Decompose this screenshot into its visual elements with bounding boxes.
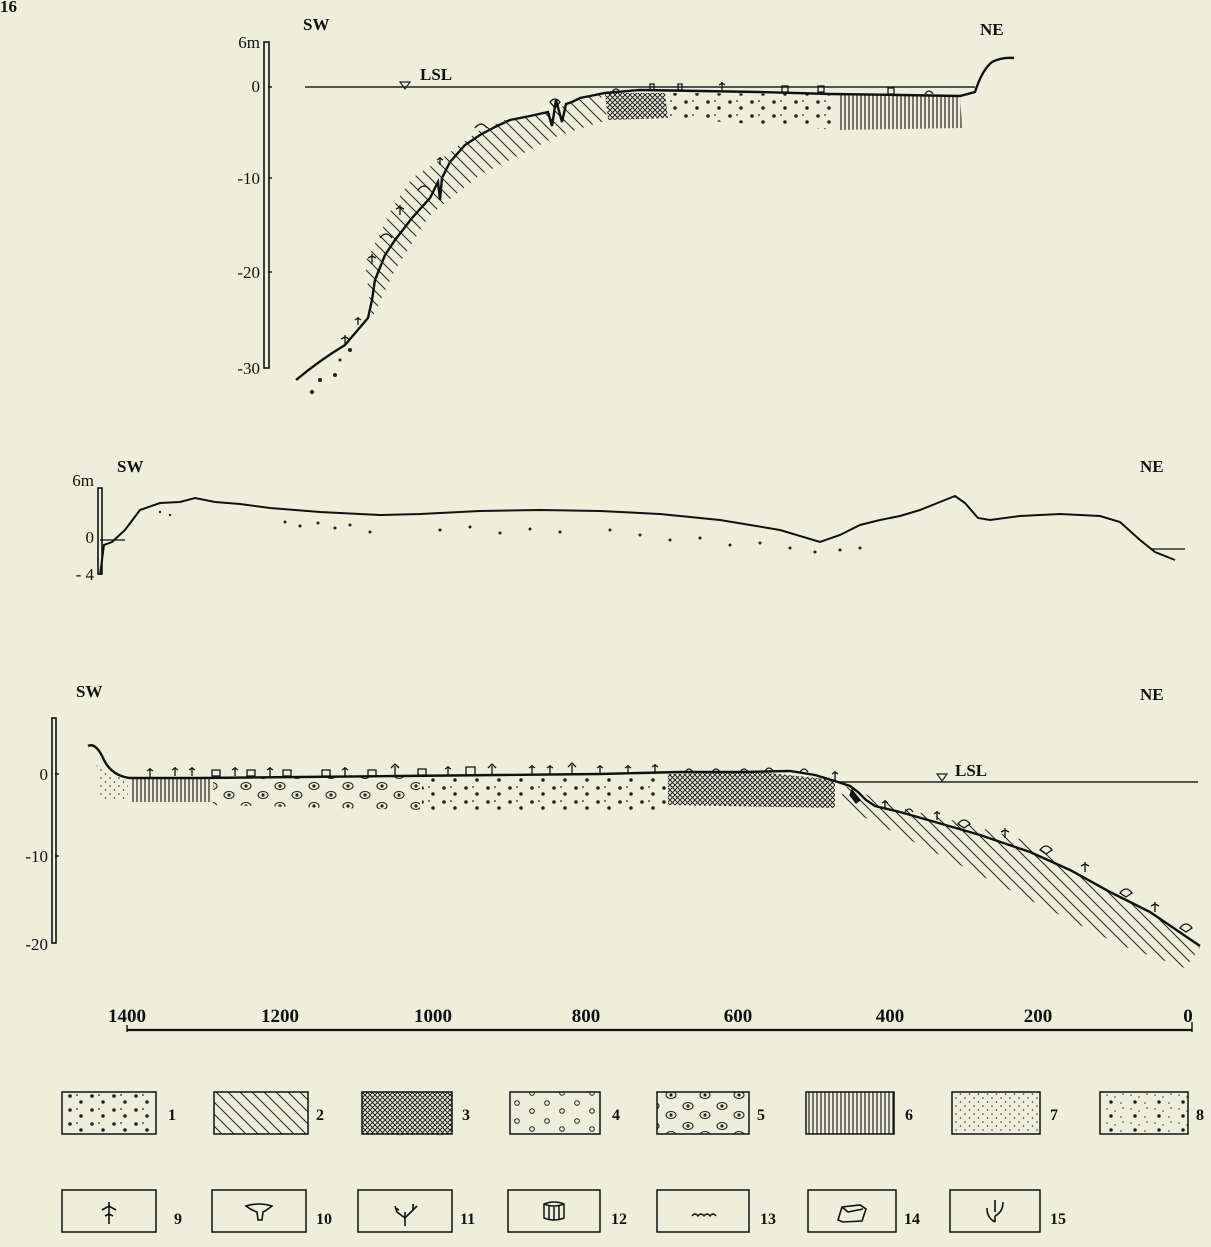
profile-middle-y-tick: 6m: [72, 471, 94, 490]
legend-item: 9: [61, 1189, 182, 1233]
legend-item-label: 9: [174, 1211, 182, 1228]
pebble-eye-zone: [213, 777, 420, 810]
beach-fine-dots: [96, 760, 128, 800]
legend-item: 12: [507, 1189, 627, 1233]
cylinder-icon: [543, 1201, 565, 1221]
profile-top-lsl-label: LSL: [420, 65, 452, 84]
legend-item: 15: [949, 1189, 1066, 1233]
distance-axis: 1400 1200 1000 800 600 400 200 0: [108, 1006, 1193, 1032]
profile-middle-y-axis: 6m 0 - 4: [72, 471, 103, 584]
legend-item-label: 6: [905, 1107, 913, 1124]
profile-bottom-y-tick: 0: [40, 765, 49, 784]
profile-middle-y-tick: - 4: [76, 565, 95, 584]
distance-tick-label: 1200: [261, 1006, 299, 1027]
ripple-icon: [691, 1213, 717, 1218]
profile-top-y-tick: -20: [237, 263, 260, 282]
legend-item: 1: [61, 1091, 176, 1135]
profile-top-sw-label: SW: [303, 15, 329, 34]
profile-top-y-axis: 6m 0 -10 -20 -30: [237, 33, 272, 378]
slope-hatch: [840, 784, 1200, 968]
sponge-icon: [244, 1203, 274, 1221]
distance-tick-label: 1000: [414, 1006, 452, 1027]
legend-item: 7: [951, 1091, 1058, 1135]
sea-level-marker: [398, 81, 412, 91]
mud-vertical-lines: [130, 778, 212, 802]
profile-top-organisms: [340, 82, 934, 345]
legend-item: 2: [213, 1091, 324, 1135]
profile-bottom-sw-label: SW: [76, 682, 102, 701]
profile-top-seabed-line: [295, 56, 1015, 381]
profile-bottom-organisms: [146, 762, 1193, 933]
legend-item-label: 14: [904, 1211, 920, 1228]
distance-tick-label: 200: [1024, 1006, 1053, 1027]
legend: 1 2 3 4 5 6 7 8: [61, 1091, 1204, 1233]
profile-top: 6m 0 -10 -20 -30 SW NE LSL: [237, 15, 1015, 394]
profile-bottom-y-axis: 0 -10 -20: [25, 717, 59, 954]
profile-top-y-tick: 6m: [238, 33, 260, 52]
legend-item: 10: [211, 1189, 332, 1233]
profile-top-y-tick: -10: [237, 169, 260, 188]
legend-item-label: 1: [168, 1107, 176, 1124]
distance-tick-label: 400: [876, 1006, 905, 1027]
profile-middle-y-tick: 0: [86, 528, 95, 547]
legend-item: 8: [1099, 1091, 1204, 1135]
legend-item: 4: [509, 1091, 620, 1135]
boulder-icon: [837, 1204, 867, 1223]
distance-tick-label: 1400: [108, 1006, 146, 1027]
mud-vertical-lines: [838, 94, 962, 130]
legend-item-label: 12: [611, 1211, 627, 1228]
profile-top-ne-label: NE: [980, 20, 1004, 39]
sand-coarse-dots: [668, 93, 838, 130]
legend-item: 13: [656, 1189, 776, 1233]
profile-bottom-seabed-line: [87, 744, 1201, 947]
legend-item-label: 8: [1196, 1107, 1204, 1124]
profile-top-y-tick: -30: [237, 359, 260, 378]
profile-bottom-y-tick: -20: [25, 935, 48, 954]
reef-crosshatch: [668, 772, 835, 808]
legend-item-label: 3: [462, 1107, 470, 1124]
legend-item-label: 4: [612, 1107, 620, 1124]
distance-tick-label: 800: [572, 1006, 601, 1027]
fan-plant-icon: [986, 1200, 1004, 1223]
profile-middle-surface-line: [99, 494, 1176, 576]
page-corner-mark: 16: [0, 0, 17, 16]
deep-sand-dots: [310, 348, 352, 394]
legend-item: 14: [807, 1189, 920, 1233]
legend-item: 5: [656, 1091, 765, 1135]
sea-level-marker: [935, 773, 949, 783]
distance-tick-label: 600: [724, 1006, 753, 1027]
coral-icon: [394, 1204, 418, 1226]
legend-item-label: 10: [316, 1211, 332, 1228]
legend-item: 6: [805, 1091, 913, 1135]
legend-item-label: 13: [760, 1211, 776, 1228]
profile-bottom-y-tick: -10: [25, 847, 48, 866]
legend-item: 11: [357, 1189, 475, 1233]
legend-item-label: 15: [1050, 1211, 1066, 1228]
profile-middle-ne-label: NE: [1140, 457, 1164, 476]
legend-item-label: 5: [757, 1107, 765, 1124]
legend-item-label: 2: [316, 1107, 324, 1124]
profile-bottom: 0 -10 -20 SW NE LSL: [25, 682, 1201, 968]
profile-bottom-lsl-label: LSL: [955, 761, 987, 780]
distance-tick-label: 0: [1183, 1006, 1193, 1027]
profile-middle: 6m 0 - 4 SW NE: [72, 457, 1185, 584]
dune-sand-dots: [158, 510, 862, 554]
legend-item-label: 11: [460, 1211, 475, 1228]
reef-crosshatch: [605, 93, 668, 120]
seagrass-icon: [101, 1202, 117, 1224]
profile-middle-sw-label: SW: [117, 457, 143, 476]
sand-coarse-dots: [422, 776, 668, 810]
legend-item: 3: [361, 1091, 470, 1135]
profile-bottom-ne-label: NE: [1140, 685, 1164, 704]
slope-hatch: [365, 93, 608, 318]
legend-item-label: 7: [1050, 1107, 1058, 1124]
profile-top-y-tick: 0: [252, 77, 261, 96]
